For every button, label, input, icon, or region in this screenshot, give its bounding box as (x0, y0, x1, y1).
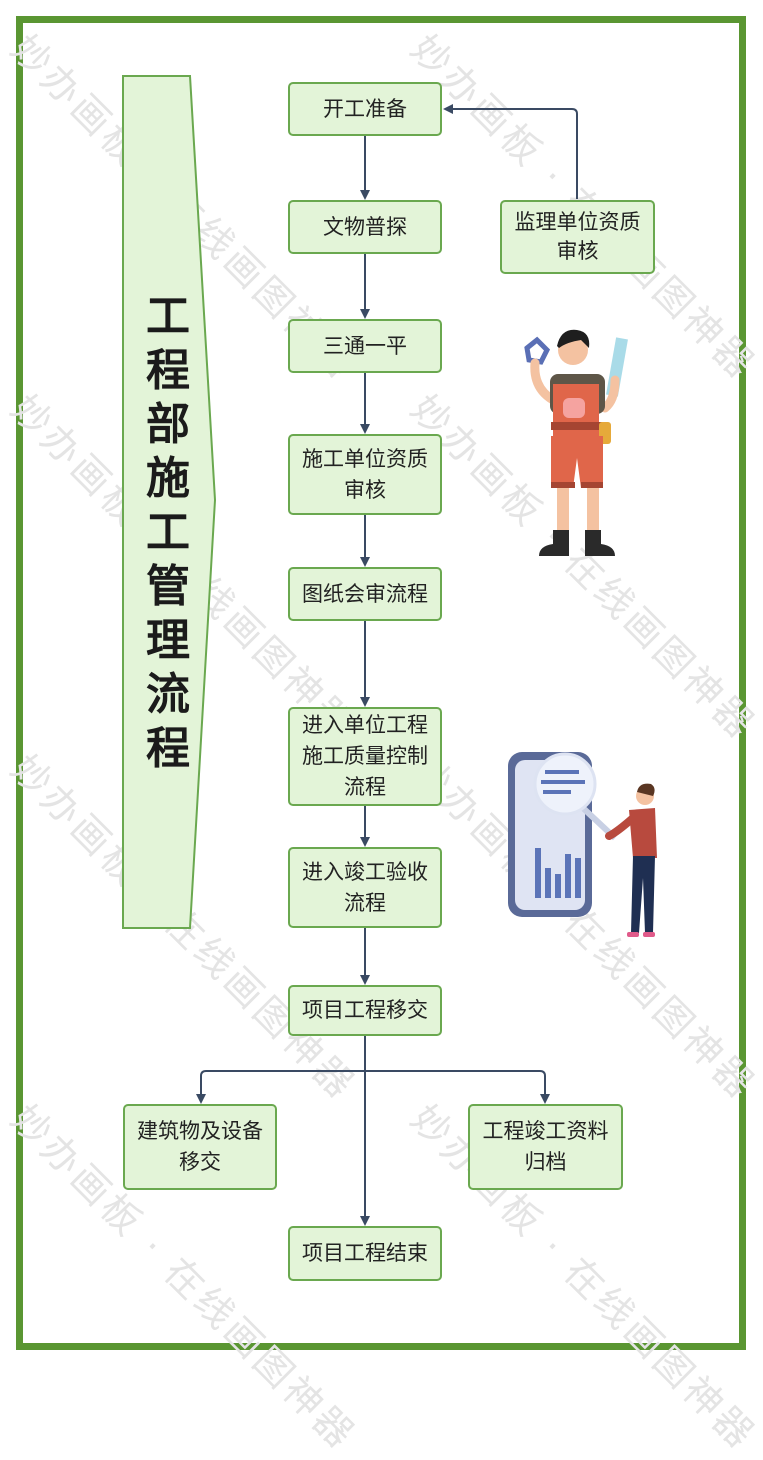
title-char: 程 (146, 345, 190, 396)
node-label: 三通一平 (323, 333, 407, 358)
node-project-handover[interactable]: 项目工程移交 (288, 985, 442, 1036)
connectors (196, 104, 578, 1226)
title-char: 理 (146, 615, 190, 666)
title-char: 流 (146, 669, 190, 720)
node-heritage-survey[interactable]: 文物普探 (288, 200, 442, 254)
node-label: 归档 (524, 1150, 567, 1174)
node-label: 项目工程结束 (302, 1241, 428, 1265)
node-site-leveling[interactable]: 三通一平 (288, 319, 442, 373)
title-char: 部 (146, 399, 190, 450)
title-char: 工 (146, 291, 190, 342)
banner-shape (122, 75, 217, 929)
node-label: 移交 (179, 1150, 221, 1174)
title-char: 程 (146, 723, 190, 774)
node-drawing-review[interactable]: 图纸会审流程 (288, 567, 442, 621)
page-title: 工 程 部 施 工 管 理 流 程 (122, 290, 214, 776)
worker-illustration (524, 329, 628, 556)
node-label: 进入单位工程 (302, 713, 428, 737)
node-label: 建筑物及设备 (137, 1119, 263, 1143)
node-label: 施工质量控制 (302, 744, 428, 768)
node-label: 施工单位资质 (302, 446, 428, 471)
node-label: 监理单位资质 (514, 210, 641, 234)
node-label: 进入竣工验收 (302, 859, 428, 884)
node-label: 审核 (344, 477, 386, 502)
node-quality-control[interactable]: 进入单位工程 施工质量控制 流程 (288, 707, 442, 806)
title-char: 工 (146, 507, 190, 558)
node-building-handover[interactable]: 建筑物及设备 移交 (123, 1104, 277, 1190)
node-label: 文物普探 (323, 214, 407, 239)
node-label: 工程竣工资料 (482, 1119, 609, 1143)
node-label: 开工准备 (323, 96, 407, 121)
title-char: 管 (146, 561, 190, 612)
node-contractor-qualification[interactable]: 施工单位资质 审核 (288, 434, 442, 515)
node-completion-acceptance[interactable]: 进入竣工验收 流程 (288, 847, 442, 928)
node-label: 流程 (344, 775, 386, 799)
node-start-preparation[interactable]: 开工准备 (288, 82, 442, 136)
node-archive-documents[interactable]: 工程竣工资料 归档 (468, 1104, 623, 1190)
analyst-illustration (508, 752, 657, 937)
title-banner: 工 程 部 施 工 管 理 流 程 (122, 75, 217, 930)
node-label: 审核 (556, 239, 599, 263)
node-project-end[interactable]: 项目工程结束 (288, 1226, 442, 1281)
title-char: 施 (146, 453, 190, 504)
node-label: 流程 (344, 890, 386, 915)
node-supervisor-qualification[interactable]: 监理单位资质 审核 (500, 200, 655, 274)
node-label: 图纸会审流程 (302, 581, 428, 606)
node-label: 项目工程移交 (302, 998, 428, 1022)
